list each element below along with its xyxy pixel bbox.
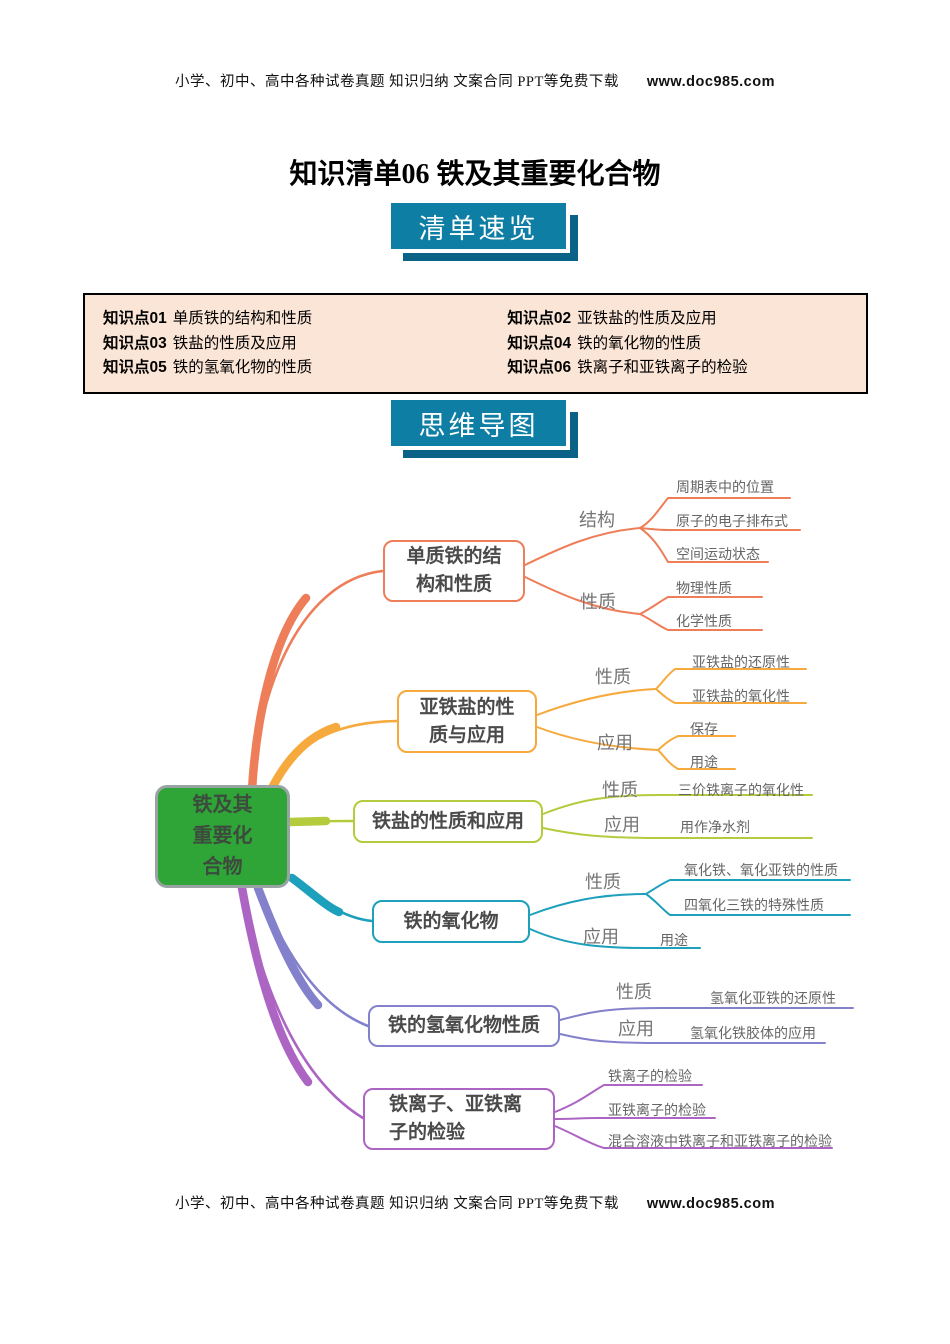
branch-node-label: 铁的氢氧化物性质 bbox=[387, 1015, 540, 1037]
kp-text: 铁盐的性质及应用 bbox=[172, 334, 297, 352]
banner-overview: 清单速览 bbox=[391, 203, 578, 261]
branch-node-iron-structure: 单质铁的结构和性质 bbox=[383, 540, 525, 602]
page-header: 小学、初中、高中各种试卷真题 知识归纳 文案合同 PPT等免费下载 www.doc… bbox=[0, 70, 950, 91]
root-node: 铁及其重要化合物 bbox=[155, 785, 290, 888]
leaf-label: 保存 bbox=[690, 721, 718, 737]
group-label: 应用 bbox=[597, 733, 633, 753]
leaf-label: 亚铁离子的检验 bbox=[608, 1102, 706, 1118]
footer-text: 小学、初中、高中各种试卷真题 知识归纳 文案合同 PPT等免费下载 bbox=[175, 1196, 619, 1212]
leaf-label: 混合溶液中铁离子和亚铁离子的检验 bbox=[608, 1133, 832, 1149]
leaf-label: 周期表中的位置 bbox=[676, 479, 774, 495]
header-text: 小学、初中、高中各种试卷真题 知识归纳 文案合同 PPT等免费下载 bbox=[175, 74, 619, 90]
page-title: 知识清单06 铁及其重要化合物 bbox=[289, 159, 661, 190]
leaf-label: 空间运动状态 bbox=[676, 546, 760, 562]
leaf-label: 铁离子的检验 bbox=[608, 1068, 692, 1084]
leaf-label: 氢氧化铁胶体的应用 bbox=[690, 1025, 816, 1041]
leaf-label: 四氧化三铁的特殊性质 bbox=[684, 897, 824, 913]
leaf-label: 物理性质 bbox=[676, 580, 732, 596]
group-label: 性质 bbox=[580, 592, 616, 612]
kp-text: 铁的氢氧化物的性质 bbox=[172, 359, 313, 376]
group-label: 性质 bbox=[585, 872, 621, 892]
kp-label: 知识点02 bbox=[507, 310, 572, 327]
kp-text: 铁的氧化物的性质 bbox=[577, 334, 702, 352]
group-label: 性质 bbox=[595, 667, 631, 687]
group-label: 应用 bbox=[604, 815, 640, 835]
root-node-label: 铁及其重要化合物 bbox=[192, 794, 253, 878]
leaf-label: 用途 bbox=[690, 754, 718, 770]
group-label: 应用 bbox=[583, 927, 619, 947]
page-footer: 小学、初中、高中各种试卷真题 知识归纳 文案合同 PPT等免费下载 www.doc… bbox=[0, 1192, 950, 1213]
branch-node-ferrous-salts: 亚铁盐的性质与应用 bbox=[397, 690, 537, 753]
group-label: 结构 bbox=[579, 510, 615, 530]
footer-site-link[interactable]: www.doc985.com bbox=[646, 1196, 775, 1212]
knowledge-point-item: 知识点01 单质铁的结构和性质 bbox=[103, 308, 507, 330]
leaf-label: 氢氧化亚铁的还原性 bbox=[710, 990, 836, 1006]
branch-node-iron-oxides: 铁的氧化物 bbox=[372, 900, 530, 943]
branch-node-ion-tests: 铁离子、亚铁离子的检验 bbox=[363, 1088, 555, 1150]
banner-mindmap-label: 思维导图 bbox=[391, 400, 566, 446]
branch-node-label: 铁的氧化物 bbox=[403, 910, 499, 932]
leaf-label: 原子的电子排布式 bbox=[676, 513, 788, 529]
group-label: 性质 bbox=[616, 982, 652, 1002]
kp-label: 知识点03 bbox=[103, 334, 167, 352]
kp-label: 知识点04 bbox=[507, 334, 572, 352]
banner-overview-label: 清单速览 bbox=[391, 203, 566, 249]
kp-text: 单质铁的结构和性质 bbox=[172, 310, 313, 327]
leaf-label: 化学性质 bbox=[676, 613, 732, 629]
knowledge-point-item: 知识点06 铁离子和亚铁离子的检验 bbox=[507, 357, 866, 379]
mindmap-canvas bbox=[237, 497, 854, 1149]
group-label: 应用 bbox=[618, 1019, 654, 1039]
branch-node-ferric-salts: 铁盐的性质和应用 bbox=[353, 800, 543, 843]
mindmap: 铁及其重要化合物 单质铁的结构和性质 亚铁盐的性质与应用 铁盐的性质和应用 铁的… bbox=[0, 460, 950, 1170]
branch-node-iron-hydroxides: 铁的氢氧化物性质 bbox=[368, 1005, 560, 1047]
kp-label: 知识点01 bbox=[103, 310, 167, 327]
branch-node-label: 单质铁的结构和性质 bbox=[406, 546, 502, 595]
leaf-label: 用途 bbox=[660, 932, 688, 948]
leaf-label: 三价铁离子的氧化性 bbox=[678, 782, 804, 798]
leaf-label: 亚铁盐的氧化性 bbox=[692, 688, 790, 704]
knowledge-point-item: 知识点04 铁的氧化物的性质 bbox=[507, 333, 866, 355]
kp-text: 亚铁盐的性质及应用 bbox=[577, 310, 717, 327]
kp-label: 知识点06 bbox=[507, 359, 572, 376]
branch-node-label: 铁盐的性质和应用 bbox=[371, 810, 524, 832]
knowledge-point-item: 知识点02 亚铁盐的性质及应用 bbox=[507, 308, 866, 330]
kp-label: 知识点05 bbox=[103, 359, 167, 376]
knowledge-point-item: 知识点03 铁盐的性质及应用 bbox=[103, 333, 507, 355]
kp-text: 铁离子和亚铁离子的检验 bbox=[577, 359, 748, 376]
leaf-label: 氧化铁、氧化亚铁的性质 bbox=[684, 862, 838, 878]
knowledge-point-item: 知识点05 铁的氢氧化物的性质 bbox=[103, 357, 507, 379]
leaf-label: 用作净水剂 bbox=[680, 819, 750, 835]
banner-mindmap: 思维导图 bbox=[391, 400, 578, 458]
knowledge-points-box: 知识点01 单质铁的结构和性质 知识点02 亚铁盐的性质及应用 知识点03 铁盐的性质… bbox=[83, 293, 868, 394]
branch-node-label: 铁离子、亚铁离子的检验 bbox=[389, 1094, 523, 1143]
leaf-label: 亚铁盐的还原性 bbox=[692, 654, 790, 670]
branch-node-label: 亚铁盐的性质与应用 bbox=[419, 696, 515, 746]
header-site-link[interactable]: www.doc985.com bbox=[646, 74, 775, 90]
group-label: 性质 bbox=[602, 780, 638, 800]
